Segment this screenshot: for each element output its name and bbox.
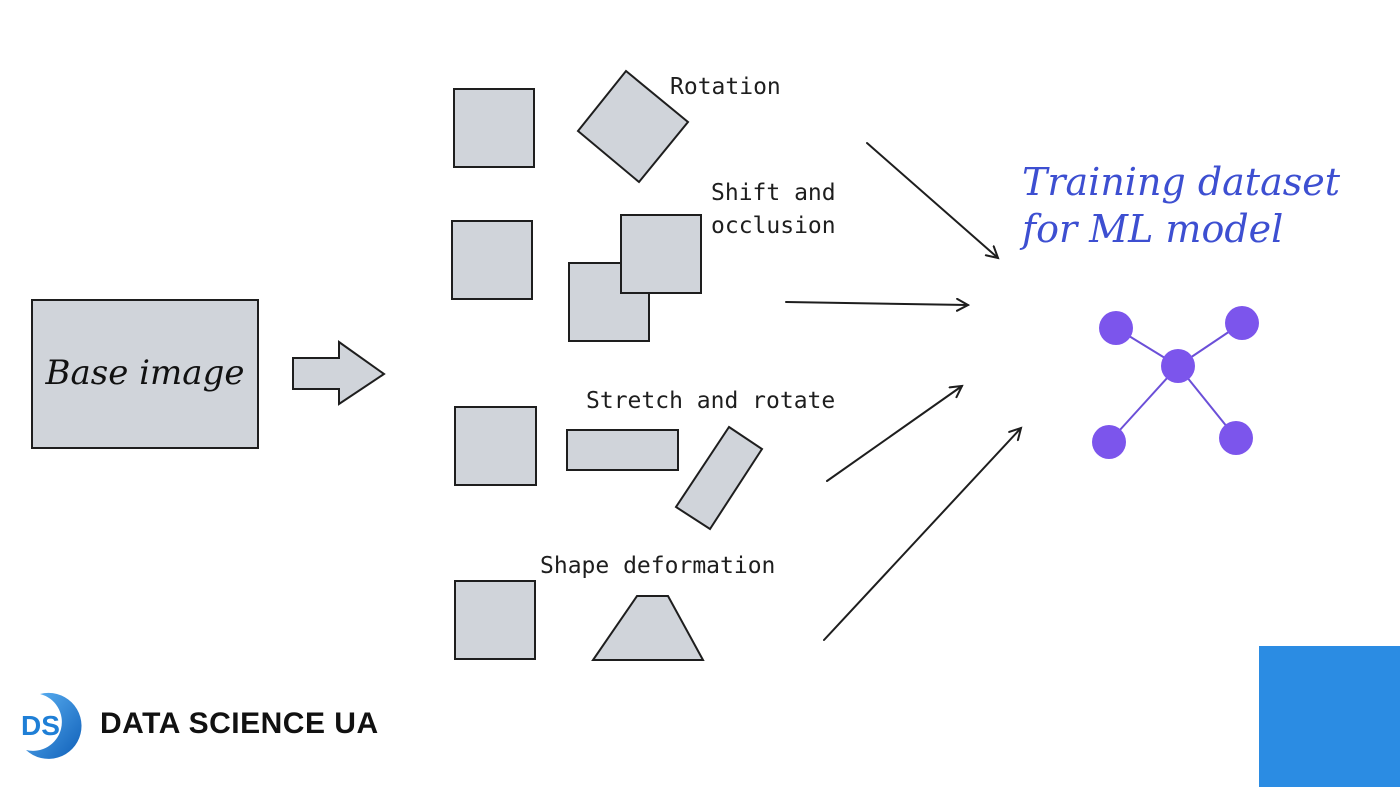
block-arrow-icon <box>292 340 386 406</box>
rotation-label: Rotation <box>670 74 781 100</box>
target-title-line2: for ML model <box>1019 207 1283 251</box>
original-square-stretch <box>454 406 537 486</box>
shift-label-line1: Shift and <box>711 180 836 206</box>
network-graph-icon <box>1092 306 1259 459</box>
network-node <box>1092 425 1126 459</box>
shift-label-line2: occlusion <box>711 213 836 239</box>
original-square-shift <box>451 220 533 300</box>
rotated-square <box>576 69 690 184</box>
stretch-label: Stretch and rotate <box>586 388 835 414</box>
stretched-rotated-rectangle <box>674 425 764 531</box>
brand-name: DATA SCIENCE UA <box>100 707 379 740</box>
deformation-label: Shape deformation <box>540 553 775 579</box>
svg-text:DS: DS <box>21 710 60 741</box>
network-node <box>1161 349 1195 383</box>
network-node <box>1219 421 1253 455</box>
original-square-rotation <box>453 88 535 168</box>
network-node <box>1099 311 1133 345</box>
stretched-rectangle <box>566 429 679 471</box>
base-image-box <box>31 299 259 449</box>
arrow-stretch <box>826 386 962 482</box>
target-title-line1: Training dataset <box>1022 160 1341 204</box>
ds-logo-icon: DS <box>18 688 88 760</box>
original-square-deform <box>454 580 536 660</box>
arrow-deformation <box>823 428 1021 641</box>
arrow-shift <box>785 302 968 305</box>
base-image-label: Base image <box>45 353 245 393</box>
brand-logo: DS DATA SCIENCE UA <box>18 688 379 760</box>
network-node <box>1225 306 1259 340</box>
arrow-rotation <box>866 142 998 258</box>
corner-accent-block <box>1259 646 1400 787</box>
trapezoid-shape <box>591 595 705 661</box>
shifted-square-front <box>620 214 702 294</box>
